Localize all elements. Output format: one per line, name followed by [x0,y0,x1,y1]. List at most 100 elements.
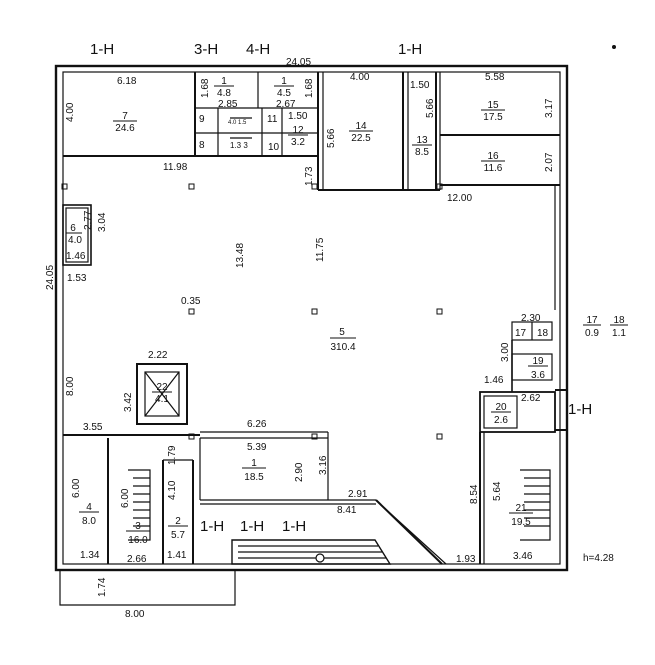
room-number: 16 [487,151,499,162]
axis-mark: 3-Н [194,41,218,58]
tiny-label-a: 4.0 1.5 [228,120,247,126]
room-18: 18 [537,328,549,339]
dimension: 3.04 [97,212,108,232]
dimension: 1.79 [167,445,178,465]
room-number: 1 [281,76,287,87]
dimension: 1.68 [200,78,211,98]
dimension: 1.53 [67,273,87,284]
dimension: 2.77 [83,210,94,230]
room-area: 0.9 [585,328,599,339]
room-number: 18 [613,315,625,326]
dimension: 4.10 [167,480,178,500]
room-number: 7 [122,111,128,122]
room-10: 10 [268,142,280,153]
room-area: 11.6 [484,163,503,174]
dimension: 8.54 [469,484,480,504]
dimension: 1.93 [456,554,476,565]
room-number: 1 [221,76,227,87]
dimension: 13.48 [235,243,246,268]
dimension: 12.00 [447,193,472,204]
room-area: 3.6 [531,370,545,381]
axis-marks: 1-Н 3-Н 4-Н 1-Н 1-Н 1-Н 1-Н 1-Н [90,41,592,535]
height-note: h=4.28 [583,553,614,564]
room-11: 11 [267,114,278,125]
ink-dot [612,45,616,49]
dimension: 2.66 [127,554,147,565]
dimension: 8.00 [125,609,145,620]
inner-wall [62,71,561,565]
room-number: 12 [292,125,304,136]
room-area: 8.5 [415,147,429,158]
dimension: 1.73 [304,166,315,186]
room-7: 724.6 [113,111,137,134]
dimension: 2.67 [276,99,296,110]
dimension: 4.00 [350,72,370,83]
dimension: 0.35 [181,296,201,307]
room-area: 5.7 [171,530,185,541]
dimension: 2.07 [544,152,555,172]
room-area: 2.6 [494,415,508,426]
room-1c: 118.5 [242,458,266,483]
dimension: 3.55 [83,422,103,433]
room-number: 20 [495,402,507,413]
dimension: 6.00 [71,478,82,498]
room-area: 8.0 [82,516,96,527]
room-18-legend: 181.1 [610,315,628,339]
dimension: 3.16 [318,455,329,475]
dimension: 1.46 [484,375,504,386]
dimension: 5.58 [485,72,505,83]
dimension: 8.41 [337,505,357,516]
room-22: 224.1 [152,382,172,405]
room-number: 14 [355,121,367,132]
dimension: 2.30 [521,313,541,324]
room-number: 22 [156,382,168,393]
dimension: 2.91 [348,489,368,500]
room-number: 5 [339,327,345,338]
dimension: 4.00 [65,102,76,122]
top-overall-length: 24.05 [286,57,311,68]
dimension: 11.98 [163,162,188,173]
room-area: 24.6 [115,123,135,134]
dimension: 5.66 [326,128,337,148]
room-area: 4.5 [277,88,291,99]
room-20: 202.6 [491,402,511,426]
dimension: 1.50 [288,111,308,122]
axis-mark: 4-Н [246,41,270,58]
room-4: 48.0 [79,502,99,527]
small-room-labels: 9 8 10 11 17 18 4.0 1.5 1.3 3 [199,114,549,339]
room-13: 138.5 [412,135,432,158]
room-8: 8 [199,140,205,151]
dimension: 3.42 [123,392,134,412]
room-area: 17.5 [483,112,503,123]
dimension-labels: 6.18 1.68 2.85 2.67 1.68 1.50 4.00 1.50 … [65,72,555,620]
room-area: 4.8 [217,88,231,99]
dimension: 1.68 [304,78,315,98]
room-area: 16.0 [128,535,148,546]
room-number: 3 [135,521,141,532]
dimension: 8.00 [65,376,76,396]
room-area: 310.4 [330,342,355,353]
room-19: 193.6 [528,356,548,381]
room-number: 2 [175,516,181,527]
dimension: 3.00 [500,342,511,362]
dimension: 1.50 [410,80,430,91]
room-5: 5 310.4 [330,327,356,353]
room-9: 9 [199,114,205,125]
room-number: 4 [86,502,92,513]
axis-mark: 1-Н [398,41,422,58]
dimension: 1.41 [167,550,187,561]
axis-mark: 1-Н [568,401,592,418]
dimension: 5.39 [247,442,267,453]
room-area: 4.1 [155,394,169,405]
room-6: 64.0 [66,223,82,246]
axis-mark: 1-Н [90,41,114,58]
room-1a: 14.8 [214,76,234,99]
room-1b: 14.5 [274,76,294,99]
room-3: 316.0 [126,521,150,546]
outer-wall [54,64,569,572]
room-17-legend: 170.9 [583,315,601,339]
